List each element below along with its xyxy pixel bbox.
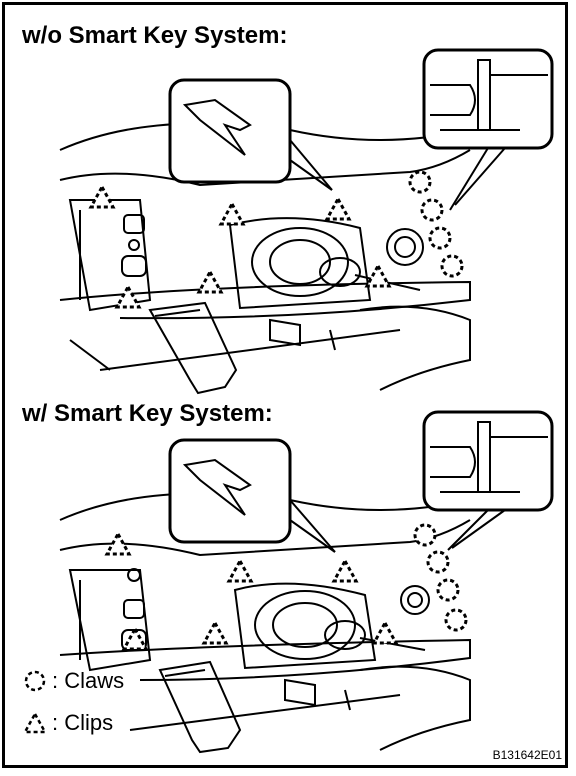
title-with-smart-key: w/ Smart Key System: xyxy=(22,400,273,427)
dashed-circle-icon xyxy=(24,670,46,692)
legend-claws: : Claws xyxy=(22,668,124,694)
legend-clips: : Clips xyxy=(22,710,113,736)
legend-claws-label: : Claws xyxy=(52,668,125,693)
figure-code: B131642E01 xyxy=(492,748,562,762)
dashed-triangle-icon xyxy=(22,711,48,734)
bottom-illustration xyxy=(59,410,554,754)
title-without-smart-key: w/o Smart Key System: xyxy=(22,22,288,49)
top-illustration xyxy=(59,48,554,395)
legend-clips-label: : Clips xyxy=(52,710,114,735)
